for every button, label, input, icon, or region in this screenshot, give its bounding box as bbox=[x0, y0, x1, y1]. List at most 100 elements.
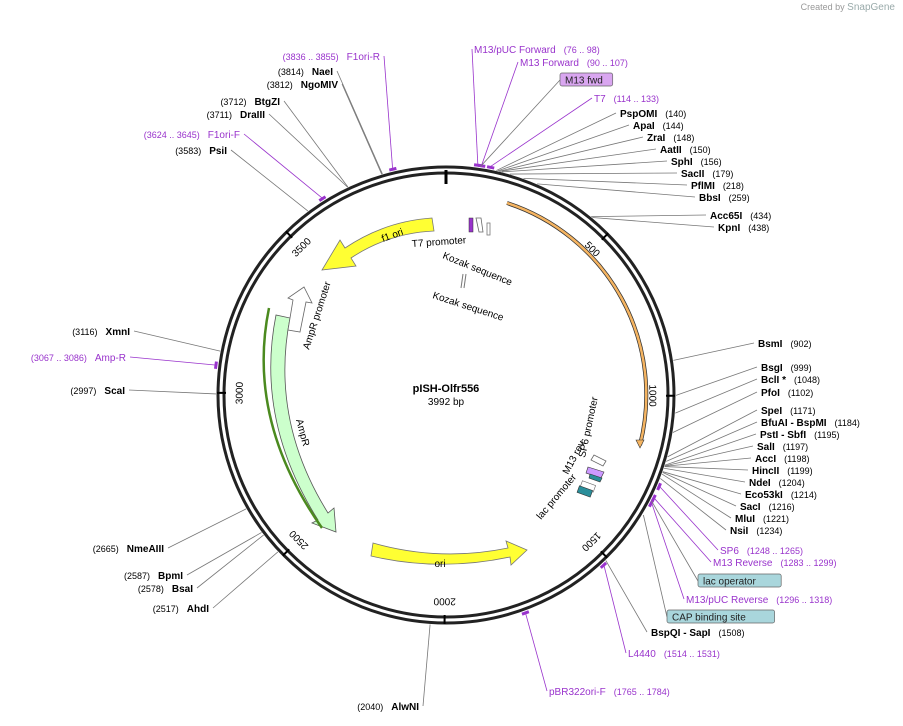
enzyme-leader-bspqi-sapi bbox=[605, 560, 648, 633]
primer-mark-t7 bbox=[486, 165, 495, 170]
tick-label-1000: 1000 bbox=[646, 385, 657, 408]
feature-kozak-label-1: Kozak sequence bbox=[441, 251, 514, 289]
credit-brand: SnapGene bbox=[847, 2, 895, 13]
primer-name: M13/pUC Reverse bbox=[686, 595, 769, 606]
enzyme-label-psti-sbfi: PstI - SbfI(1195) bbox=[760, 430, 839, 441]
primer-name: M13/pUC Forward bbox=[474, 45, 556, 56]
enzyme-label-zrai: ZraI(148) bbox=[647, 133, 694, 144]
primer-leader-m13-puc-forward bbox=[471, 48, 479, 165]
enzyme-name: AccI bbox=[755, 454, 776, 465]
enzyme-coord: (1184) bbox=[835, 418, 860, 428]
primer-name: F1ori-F bbox=[208, 130, 240, 141]
feature-f1-ori: f1 ori bbox=[321, 217, 435, 271]
primer-name: M13 Reverse bbox=[713, 558, 773, 569]
site-labels: (3814)NaeI(3812)NgoMIV(3712)BtgZI(3711)D… bbox=[31, 45, 860, 713]
enzyme-leader-spei bbox=[667, 409, 758, 458]
enzyme-coord: (179) bbox=[712, 169, 733, 179]
enzyme-name: AatII bbox=[660, 145, 682, 156]
enzyme-label-acc65i: Acc65I(434) bbox=[710, 211, 771, 222]
primer-coord: (3836 .. 3855) bbox=[283, 52, 339, 62]
enzyme-name: BspQI - SapI bbox=[651, 628, 711, 639]
enzyme-name: PspOMI bbox=[620, 109, 657, 120]
primer-leader-amp-r bbox=[129, 356, 215, 366]
enzyme-coord: (259) bbox=[729, 193, 750, 203]
primer-coord: (114 .. 133) bbox=[614, 94, 659, 104]
enzyme-coord: (140) bbox=[665, 109, 686, 119]
enzyme-coord: (3712) bbox=[220, 97, 246, 107]
primer-label-sp6: SP6 (1248 .. 1265) bbox=[720, 546, 803, 557]
enzyme-coord: (999) bbox=[791, 363, 812, 373]
enzyme-name: SpeI bbox=[761, 406, 782, 417]
enzyme-label-spei: SpeI(1171) bbox=[761, 406, 815, 417]
feature-t7-promoter: T7 promoter bbox=[411, 217, 491, 250]
tick-mark-500 bbox=[601, 232, 609, 241]
primer-coord: (1514 .. 1531) bbox=[664, 649, 720, 659]
enzyme-coord: (1221) bbox=[763, 514, 789, 524]
primer-mark-sp6 bbox=[656, 482, 662, 491]
enzyme-leader-scai bbox=[128, 389, 217, 395]
box-cap-binding-site bbox=[666, 609, 775, 624]
primer-mark-f1ori-f bbox=[318, 195, 327, 202]
enzyme-name: MluI bbox=[735, 514, 755, 525]
enzyme-name: BpmI bbox=[158, 571, 183, 582]
primer-name: M13 Forward bbox=[520, 58, 579, 69]
enzyme-label-scai: (2997)ScaI bbox=[70, 386, 125, 397]
primer-coord: (1296 .. 1318) bbox=[776, 595, 832, 605]
primer-leader-m13-puc-reverse bbox=[651, 503, 685, 600]
enzyme-label-saci: SacI(1216) bbox=[740, 502, 795, 513]
enzyme-name: KpnI bbox=[718, 223, 740, 234]
enzyme-coord: (438) bbox=[748, 223, 769, 233]
enzyme-name: Eco53kI bbox=[745, 490, 783, 501]
enzyme-coord: (1204) bbox=[779, 478, 805, 488]
feature-lac-promoter: lac promoter bbox=[535, 472, 596, 522]
tick-label-3000: 3000 bbox=[235, 381, 246, 404]
primer-leader-f1ori-f bbox=[243, 133, 323, 199]
primer-coord: (1248 .. 1265) bbox=[747, 546, 803, 556]
primer-coord: (3067 .. 3086) bbox=[31, 353, 87, 363]
primer-name: L4440 bbox=[628, 649, 656, 660]
primer-coord: (1283 .. 1299) bbox=[780, 558, 836, 568]
insert-arrow bbox=[635, 439, 645, 449]
primer-name: SP6 bbox=[720, 546, 739, 557]
enzyme-name: BclI * bbox=[761, 375, 786, 386]
enzyme-coord: (1195) bbox=[814, 430, 839, 440]
box-lac-operator bbox=[697, 573, 782, 588]
enzyme-name: AlwNI bbox=[391, 702, 419, 713]
primer-label-m13-reverse: M13 Reverse (1283 .. 1299) bbox=[713, 558, 837, 569]
enzyme-coord: (150) bbox=[690, 145, 711, 155]
enzyme-coord: (2665) bbox=[93, 544, 119, 554]
enzyme-label-bspqi-sapi: BspQI - SapI(1508) bbox=[651, 628, 744, 639]
enzyme-leader-acci bbox=[664, 457, 752, 467]
tick-label-2000: 2000 bbox=[433, 595, 456, 606]
feature-t7-promoter-label: T7 promoter bbox=[411, 235, 467, 250]
enzyme-leader-btgzi bbox=[283, 100, 349, 188]
feature-ori-label: ori bbox=[434, 559, 445, 570]
enzyme-coord: (2517) bbox=[153, 604, 179, 614]
tick-label-1500: 1500 bbox=[579, 530, 603, 554]
enzyme-leader-zrai bbox=[499, 136, 644, 172]
plasmid-length: 3992 bp bbox=[428, 397, 465, 408]
enzyme-name: ScaI bbox=[104, 386, 125, 397]
enzyme-label-naei: (3814)NaeI bbox=[278, 67, 333, 78]
enzyme-name: DraIII bbox=[240, 110, 265, 121]
enzyme-coord: (1214) bbox=[791, 490, 817, 500]
primer-leader-l4440 bbox=[603, 566, 627, 654]
enzyme-name: PfoI bbox=[761, 388, 780, 399]
enzyme-coord: (3583) bbox=[175, 146, 201, 156]
tick-label-2500: 2500 bbox=[287, 527, 311, 551]
enzyme-label-btgzi: (3712)BtgZI bbox=[220, 97, 280, 108]
enzyme-label-draiii: (3711)DraIII bbox=[207, 110, 266, 121]
enzyme-label-pfoi: PfoI(1102) bbox=[761, 388, 813, 399]
insert-arc bbox=[506, 201, 649, 446]
enzyme-name: SacII bbox=[681, 169, 705, 180]
primer-mark-l4440 bbox=[599, 561, 608, 569]
enzyme-leader-pspomi bbox=[496, 112, 617, 171]
enzyme-leader-kpni bbox=[592, 217, 715, 228]
primer-coord: (76 .. 98) bbox=[564, 45, 600, 55]
enzyme-leader-nmeaiii bbox=[167, 508, 247, 549]
enzyme-label-ahdi: (2517)AhdI bbox=[153, 604, 209, 615]
enzyme-name: BfuAI - BspMI bbox=[761, 418, 827, 429]
box-label-m13-fwd: M13 fwd bbox=[565, 76, 603, 87]
enzyme-coord: (3812) bbox=[267, 80, 293, 90]
